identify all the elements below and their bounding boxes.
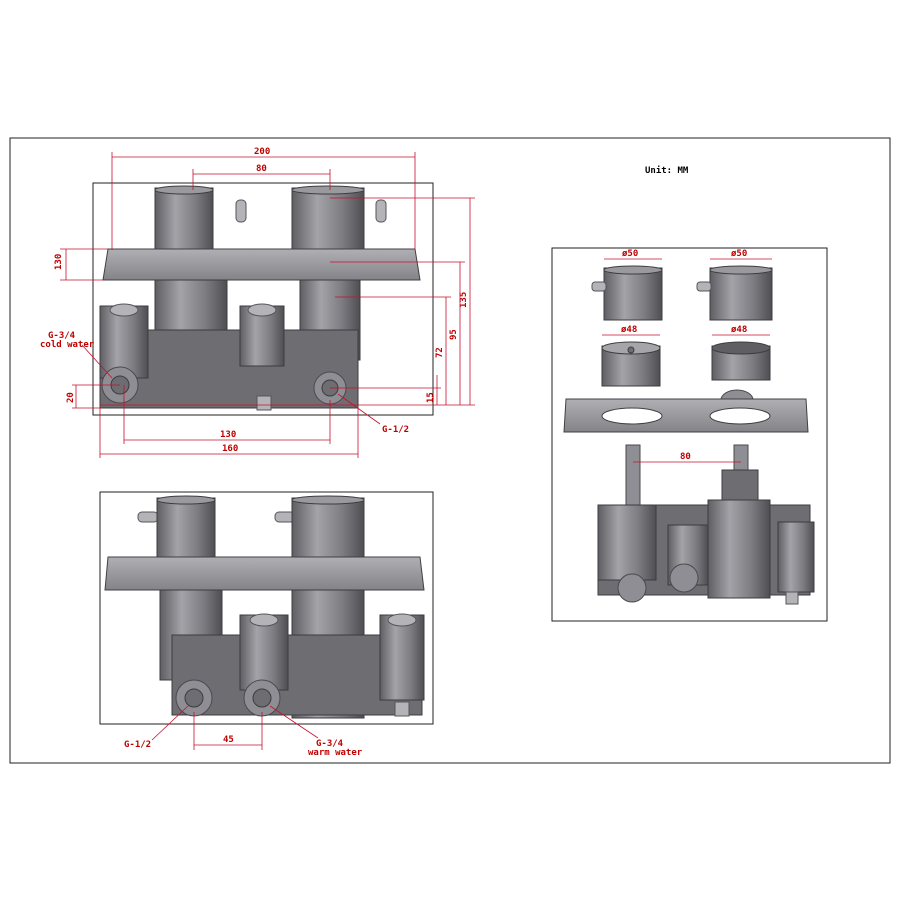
dim-cover-right-dia: ø48: [731, 325, 747, 335]
exploded-left-handle-top: [603, 265, 663, 275]
exploded-plate: [563, 398, 809, 433]
plate-hole-right: [709, 407, 771, 425]
sheet-border: [9, 137, 891, 764]
exploded-right-handle: [709, 267, 773, 321]
dim-overall-width: 200: [254, 147, 270, 157]
exploded-left-handle: [603, 267, 663, 321]
exploded-right-handle-top: [709, 265, 773, 275]
dim-h-20: 20: [66, 392, 76, 403]
exploded-right-cover-top: [711, 341, 771, 355]
exploded-left-cartridge: [597, 504, 657, 581]
dim-port-spacing: 45: [223, 735, 234, 745]
left-spindle: [625, 444, 641, 506]
rear-stopcock-1-cap: [249, 613, 279, 627]
rear-dimensions: 45 G-1/2 G-3/4 warm water: [124, 705, 363, 758]
dim-h-95: 95: [449, 329, 459, 340]
dim-cover-left-dia: ø48: [621, 325, 637, 335]
dim-handle-left-dia: ø50: [622, 249, 638, 259]
label-warm-water: warm water: [308, 748, 363, 758]
rear-stopcock-2-cap: [387, 613, 417, 627]
front-view-frame: [92, 182, 434, 416]
exploded-dimensions: ø50 ø50 ø48 ø48 80: [602, 249, 772, 463]
label-cold-water: cold water: [40, 340, 95, 350]
left-stopcock-cap: [109, 303, 139, 317]
right-spindle-thread: [721, 469, 759, 501]
dim-body-width: 160: [222, 444, 238, 454]
rear-view: 45 G-1/2 G-3/4 warm water: [99, 491, 434, 758]
exploded-port-2: [669, 563, 699, 593]
exploded-left-cover-hole: [627, 346, 635, 354]
exploded-end-stopcock: [777, 521, 815, 593]
rear-left-lever: [137, 511, 159, 523]
dim-spindle-spacing: 80: [680, 452, 691, 462]
front-view: 200 80 130 135 95 72 15 2: [40, 147, 475, 458]
label-cold-thread: G-3/4: [48, 331, 76, 341]
rear-stopcock-2: [379, 614, 425, 701]
exploded-port-1: [617, 573, 647, 603]
label-warm-thread: G-3/4: [316, 739, 344, 749]
exploded-left-lever: [591, 281, 607, 292]
left-lever: [235, 199, 247, 223]
unit-label: Unit: MM: [645, 165, 689, 176]
right-lever: [375, 199, 387, 223]
rear-small-outlet: [394, 701, 410, 717]
dim-inlet-spacing: 130: [220, 430, 236, 440]
exploded-view: ø50 ø50 ø48 ø48 80: [551, 247, 828, 622]
rear-right-handle-top: [291, 495, 365, 505]
exploded-small-outlet: [785, 591, 799, 605]
dim-handle-right-dia: ø50: [731, 249, 747, 259]
label-outlet-thread: G-1/2: [382, 425, 409, 435]
dim-handle-spacing: 80: [256, 164, 267, 174]
right-handle-top: [291, 185, 365, 195]
rear-left-handle-top: [156, 495, 216, 505]
left-stopcock: [99, 305, 149, 379]
cover-plate: [102, 248, 421, 281]
plate-hole-left: [601, 407, 663, 425]
dim-h-72: 72: [435, 347, 445, 358]
dim-h-135: 135: [459, 292, 469, 308]
rear-view-frame: [99, 491, 434, 725]
exploded-view-frame: [551, 247, 828, 622]
rear-left-bore: [184, 688, 204, 708]
exploded-right-lever: [696, 281, 712, 292]
exploded-right-cartridge: [707, 499, 771, 599]
warm-inlet-bore: [252, 688, 272, 708]
front-dimensions: 200 80 130 135 95 72 15 2: [40, 147, 475, 458]
dim-plate-height: 130: [54, 254, 64, 270]
rear-cover-plate: [104, 556, 425, 591]
left-handle-top: [154, 185, 214, 195]
dim-h-15: 15: [426, 392, 436, 403]
middle-stopcock-cap: [247, 303, 277, 317]
small-outlet: [256, 395, 272, 411]
label-left-thread: G-1/2: [124, 740, 151, 750]
